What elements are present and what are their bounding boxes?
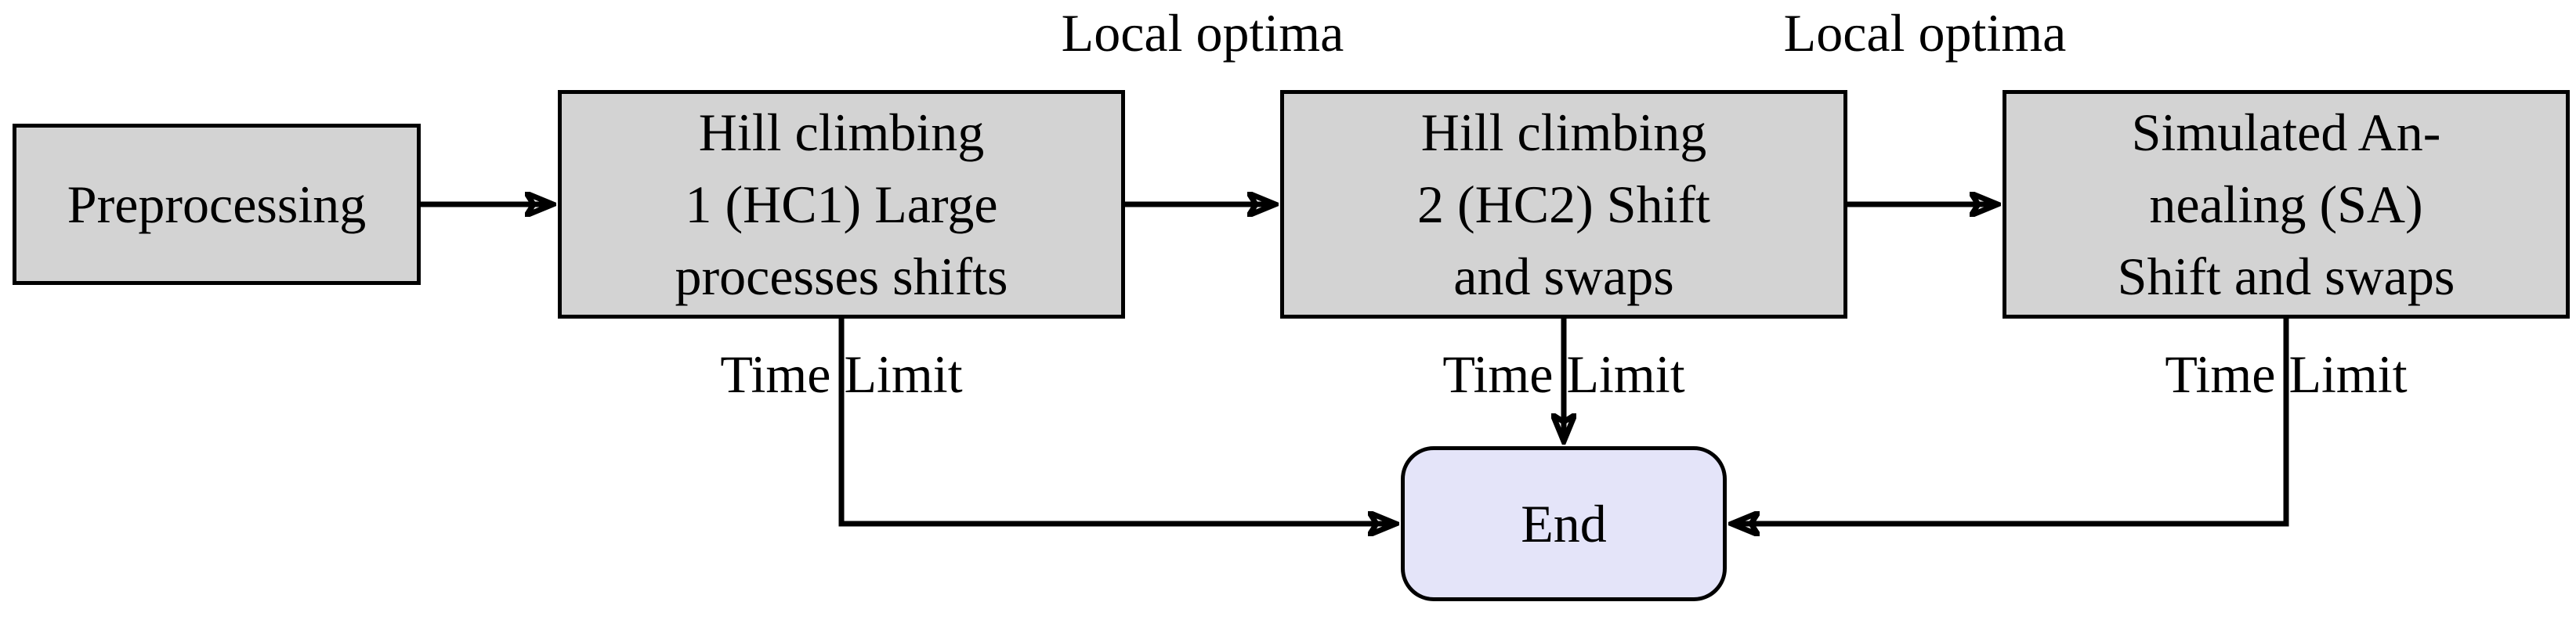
node-sa-line1: Simulated An- xyxy=(2131,103,2441,162)
node-hc2-line3: and swaps xyxy=(1453,247,1674,306)
edge-label-time-limit-sa: Time Limit xyxy=(2165,344,2408,404)
node-hill-climbing-1: Hill climbing 1 (HC1) Large processes sh… xyxy=(558,90,1125,319)
edge-label-time-limit-hc1: Time Limit xyxy=(720,344,963,404)
edge-hc1-to-end xyxy=(838,319,1395,524)
node-end-label: End xyxy=(1521,494,1607,553)
edge-label-local-optima-hc2-sa: Local optima xyxy=(1783,3,2067,63)
node-sa-line3: Shift and swaps xyxy=(2117,247,2455,306)
node-end: End xyxy=(1401,446,1727,601)
node-simulated-annealing: Simulated An- nealing (SA) Shift and swa… xyxy=(2003,90,2570,319)
node-hc1-line1: Hill climbing xyxy=(698,103,985,162)
node-hc1-line3: processes shifts xyxy=(675,247,1008,306)
node-preprocessing-label: Preprocessing xyxy=(67,175,367,234)
node-hill-climbing-2: Hill climbing 2 (HC2) Shift and swaps xyxy=(1280,90,1847,319)
edge-label-local-optima-hc1-hc2: Local optima xyxy=(1061,3,1344,63)
node-hc2-line2: 2 (HC2) Shift xyxy=(1417,175,1710,234)
node-preprocessing: Preprocessing xyxy=(13,124,421,285)
node-hc2-line1: Hill climbing xyxy=(1420,103,1707,162)
node-sa-line2: nealing (SA) xyxy=(2149,175,2423,234)
node-hc1-line2: 1 (HC1) Large xyxy=(685,175,998,234)
edge-sa-to-end xyxy=(1733,319,2289,524)
edge-label-time-limit-hc2: Time Limit xyxy=(1442,344,1685,404)
